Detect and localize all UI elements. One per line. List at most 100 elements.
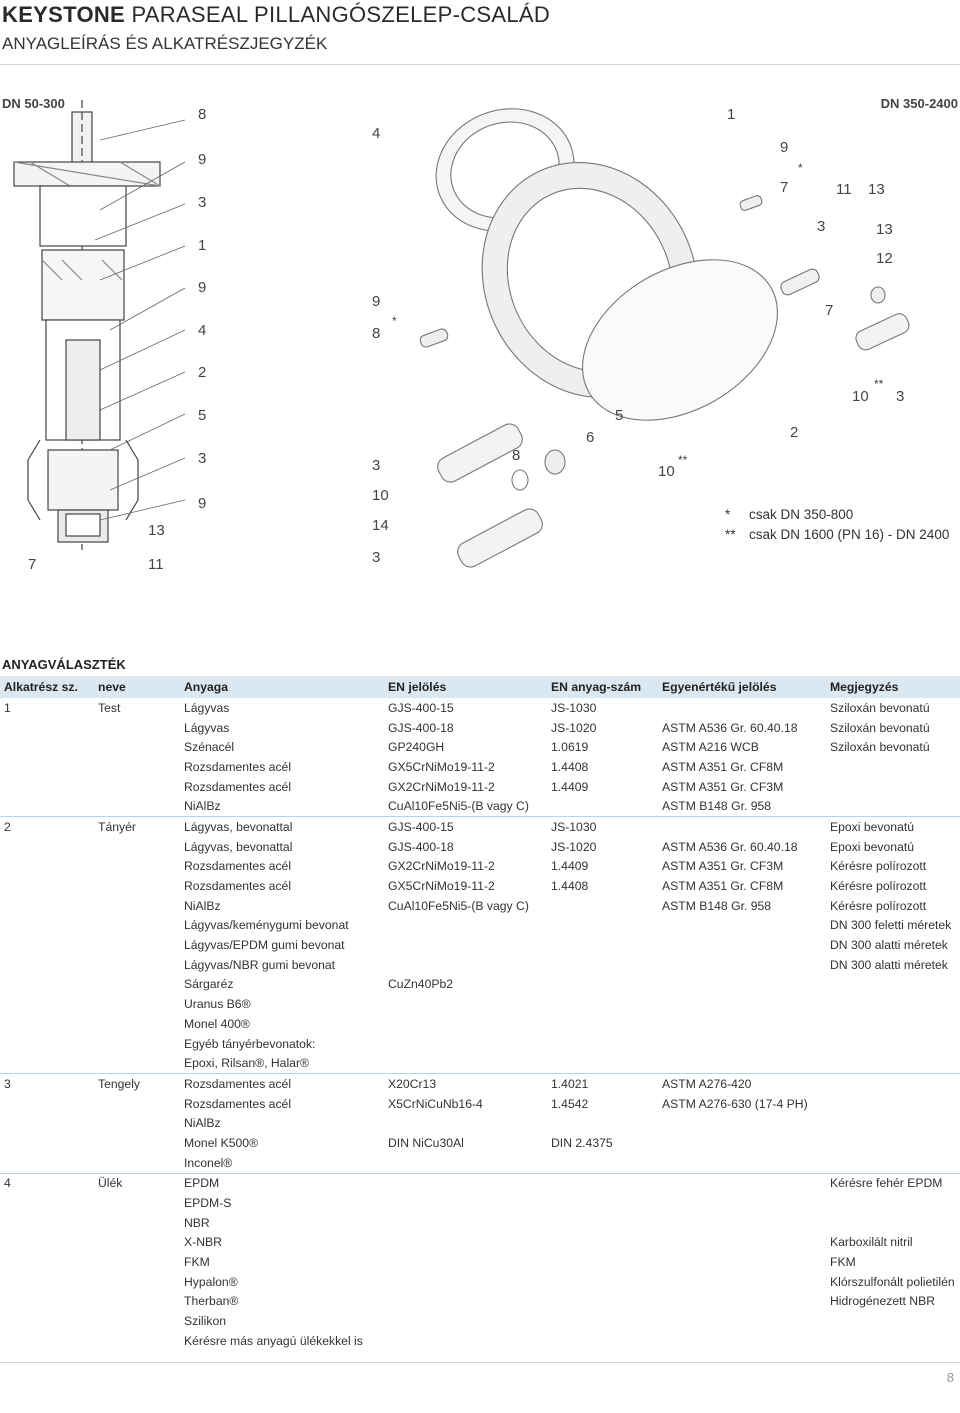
cell-part-no (0, 1213, 94, 1233)
right-size-label: DN 350-2400 (881, 96, 958, 111)
cell-part-no (0, 1252, 94, 1272)
cell-equivalent: ASTM B148 Gr. 958 (662, 799, 772, 814)
table-header-row: Alkatrész sz. neve Anyaga EN jelölés EN … (0, 676, 960, 698)
cell-material: Uranus B6® (184, 997, 251, 1012)
cell-en-designation (384, 1233, 547, 1253)
svg-text:13: 13 (876, 221, 893, 238)
table-row: Epoxi, Rilsan®, Halar® (0, 1053, 960, 1073)
cell-part-name (94, 1193, 180, 1213)
svg-text:6: 6 (586, 429, 594, 446)
svg-text:9: 9 (372, 293, 380, 310)
cell-material: Rozsdamentes acél (184, 759, 292, 774)
cell-material: Monel 400® (184, 1016, 250, 1031)
cell-equivalent: ASTM A351 Gr. CF3M (662, 859, 784, 874)
cell-material: EPDM-S (184, 1196, 232, 1211)
cell-equivalent: ASTM A276-420 (658, 1073, 826, 1094)
cell-en-number: JS-1020 (551, 720, 597, 735)
svg-text:4: 4 (198, 322, 206, 339)
svg-text:12: 12 (876, 250, 893, 267)
cell-remark: Kérésre polírozott (830, 879, 927, 894)
cell-en-number (547, 1233, 658, 1253)
cell-remark (826, 1331, 960, 1351)
cell-part-no (0, 1053, 94, 1073)
cell-en-designation (384, 1331, 547, 1351)
cell-material: Rozsdamentes acél (184, 859, 292, 874)
cell-part-no (0, 1272, 94, 1292)
cell-material: Rozsdamentes acél (184, 779, 292, 794)
svg-text:3: 3 (372, 549, 380, 566)
left-leader-lines (94, 119, 186, 521)
cell-material: Epoxi, Rilsan®, Halar® (184, 1056, 309, 1071)
table-row: Egyéb tányérbevonatok: (0, 1034, 960, 1054)
cell-part-name (94, 777, 180, 797)
cell-equivalent (658, 1213, 826, 1233)
materials-table: Alkatrész sz. neve Anyaga EN jelölés EN … (0, 676, 960, 1351)
cell-material: Lágyvas/EPDM gumi bevonat (184, 938, 345, 953)
cell-part-no (0, 955, 94, 975)
note-2: **csak DN 1600 (PN 16) - DN 2400 (725, 527, 950, 542)
cell-material: Szénacél (184, 740, 235, 755)
svg-text:9: 9 (780, 139, 788, 156)
svg-text:8: 8 (372, 325, 380, 342)
header-rule (0, 64, 960, 65)
cell-equivalent: ASTM B148 Gr. 958 (662, 898, 772, 913)
cell-remark: Sziloxán bevonatú (830, 720, 930, 735)
cell-material: Rozsdamentes acél (184, 879, 292, 894)
cell-part-name (94, 1133, 180, 1153)
svg-text:3: 3 (372, 457, 380, 474)
cell-equivalent (658, 1113, 826, 1133)
cell-remark (826, 1073, 960, 1094)
cell-material: NiAlBz (184, 898, 221, 913)
page-subtitle: ANYAGLEÍRÁS ÉS ALKATRÉSZJEGYZÉK (2, 34, 328, 53)
svg-text:3: 3 (198, 194, 206, 211)
cell-part-name (94, 796, 180, 816)
svg-text:10: 10 (372, 487, 389, 504)
cell-part-no (0, 718, 94, 738)
cell-en-number (547, 1272, 658, 1292)
cell-en-number: JS-1030 (551, 700, 597, 715)
exploded-view (419, 108, 910, 568)
svg-text:2: 2 (198, 364, 206, 381)
table-row: EPDM-S (0, 1193, 960, 1213)
svg-text:7: 7 (825, 302, 833, 319)
svg-text:**: ** (874, 377, 884, 391)
svg-text:**: ** (678, 453, 688, 467)
cell-en-designation: GJS-400-18 (388, 839, 454, 854)
svg-text:10: 10 (852, 388, 869, 405)
cell-en-number: 1.4408 (551, 759, 589, 774)
cell-remark (826, 994, 960, 1014)
cell-en-number: 1.4409 (551, 779, 589, 794)
cell-remark: FKM (830, 1255, 856, 1270)
table-row: NBR (0, 1213, 960, 1233)
col-header-equivalent: Egyenértékű jelölés (662, 680, 777, 694)
cell-en-designation: X20Cr13 (384, 1073, 547, 1094)
cell-part-no (0, 896, 94, 916)
cell-equivalent (658, 1311, 826, 1331)
cell-part-name (94, 837, 180, 857)
cell-part-no (0, 1233, 94, 1253)
cell-equivalent (658, 1252, 826, 1272)
cell-remark: Sziloxán bevonatú (830, 740, 930, 755)
cell-material: Lágyvas (184, 720, 230, 735)
cell-en-number (547, 1331, 658, 1351)
cell-part-no (0, 757, 94, 777)
table-row: Uranus B6® (0, 994, 960, 1014)
cell-en-designation (384, 1153, 547, 1173)
cell-material: Rozsdamentes acél (180, 1073, 384, 1094)
svg-text:13: 13 (148, 522, 165, 539)
section-view (13, 100, 161, 550)
cell-en-designation: GX5CrNiMo19-11-2 (388, 759, 495, 774)
cell-remark: Epoxi bevonatú (830, 839, 915, 854)
cell-en-designation: GX2CrNiMo19-11-2 (388, 779, 495, 794)
cell-part-no (0, 876, 94, 896)
cell-material: NBR (184, 1215, 210, 1230)
table-row: Therban®Hidrogénezett NBR (0, 1292, 960, 1312)
cell-en-designation (384, 955, 547, 975)
cell-en-number (547, 1252, 658, 1272)
left-size-label: DN 50-300 (2, 96, 65, 111)
cell-en-number (547, 1193, 658, 1213)
